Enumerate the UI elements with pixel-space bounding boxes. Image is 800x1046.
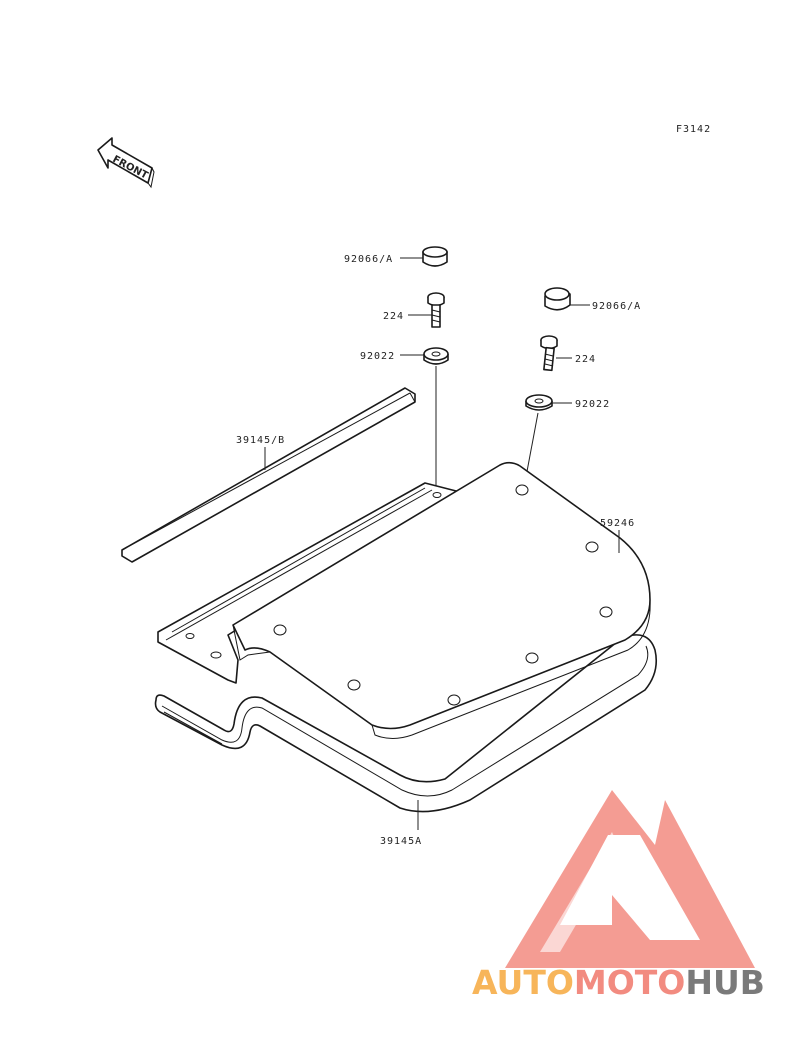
trim-lower: 39145A (154, 634, 658, 847)
label-washer-left: 92022 (360, 351, 395, 362)
label-cap-left: 92066/A (344, 254, 393, 265)
label-cap-right: 92066/A (592, 301, 641, 312)
watermark-moto: MOTO (574, 963, 685, 1002)
screw-right: 224 (540, 335, 596, 372)
washer-right: 92022 (524, 394, 610, 483)
watermark-logo: AUTOMOTOHUB (472, 790, 765, 1002)
cap-left: 92066/A (344, 246, 448, 267)
figure-code: F3142 (676, 124, 711, 135)
washer-left: 92022 (360, 347, 449, 488)
label-screw-right: 224 (575, 354, 596, 365)
label-trim-lower: 39145A (380, 836, 422, 847)
screw-left: 224 (383, 292, 445, 328)
front-arrow-icon: FRONT (97, 137, 155, 189)
svg-text:AUTOMOTOHUB: AUTOMOTOHUB (472, 963, 765, 1002)
watermark-hub: HUB (685, 963, 765, 1002)
trim-strip: 39145/B (121, 387, 416, 563)
label-washer-right: 92022 (575, 399, 610, 410)
label-mat: 59246 (600, 518, 635, 529)
mat-panel: 59246 (157, 461, 651, 739)
watermark-auto: AUTO (472, 963, 574, 1002)
logo-triangle-icon (505, 790, 755, 968)
label-trim-strip: 39145/B (236, 435, 285, 446)
cap-right: 92066/A (544, 287, 641, 312)
label-screw-left: 224 (383, 311, 404, 322)
